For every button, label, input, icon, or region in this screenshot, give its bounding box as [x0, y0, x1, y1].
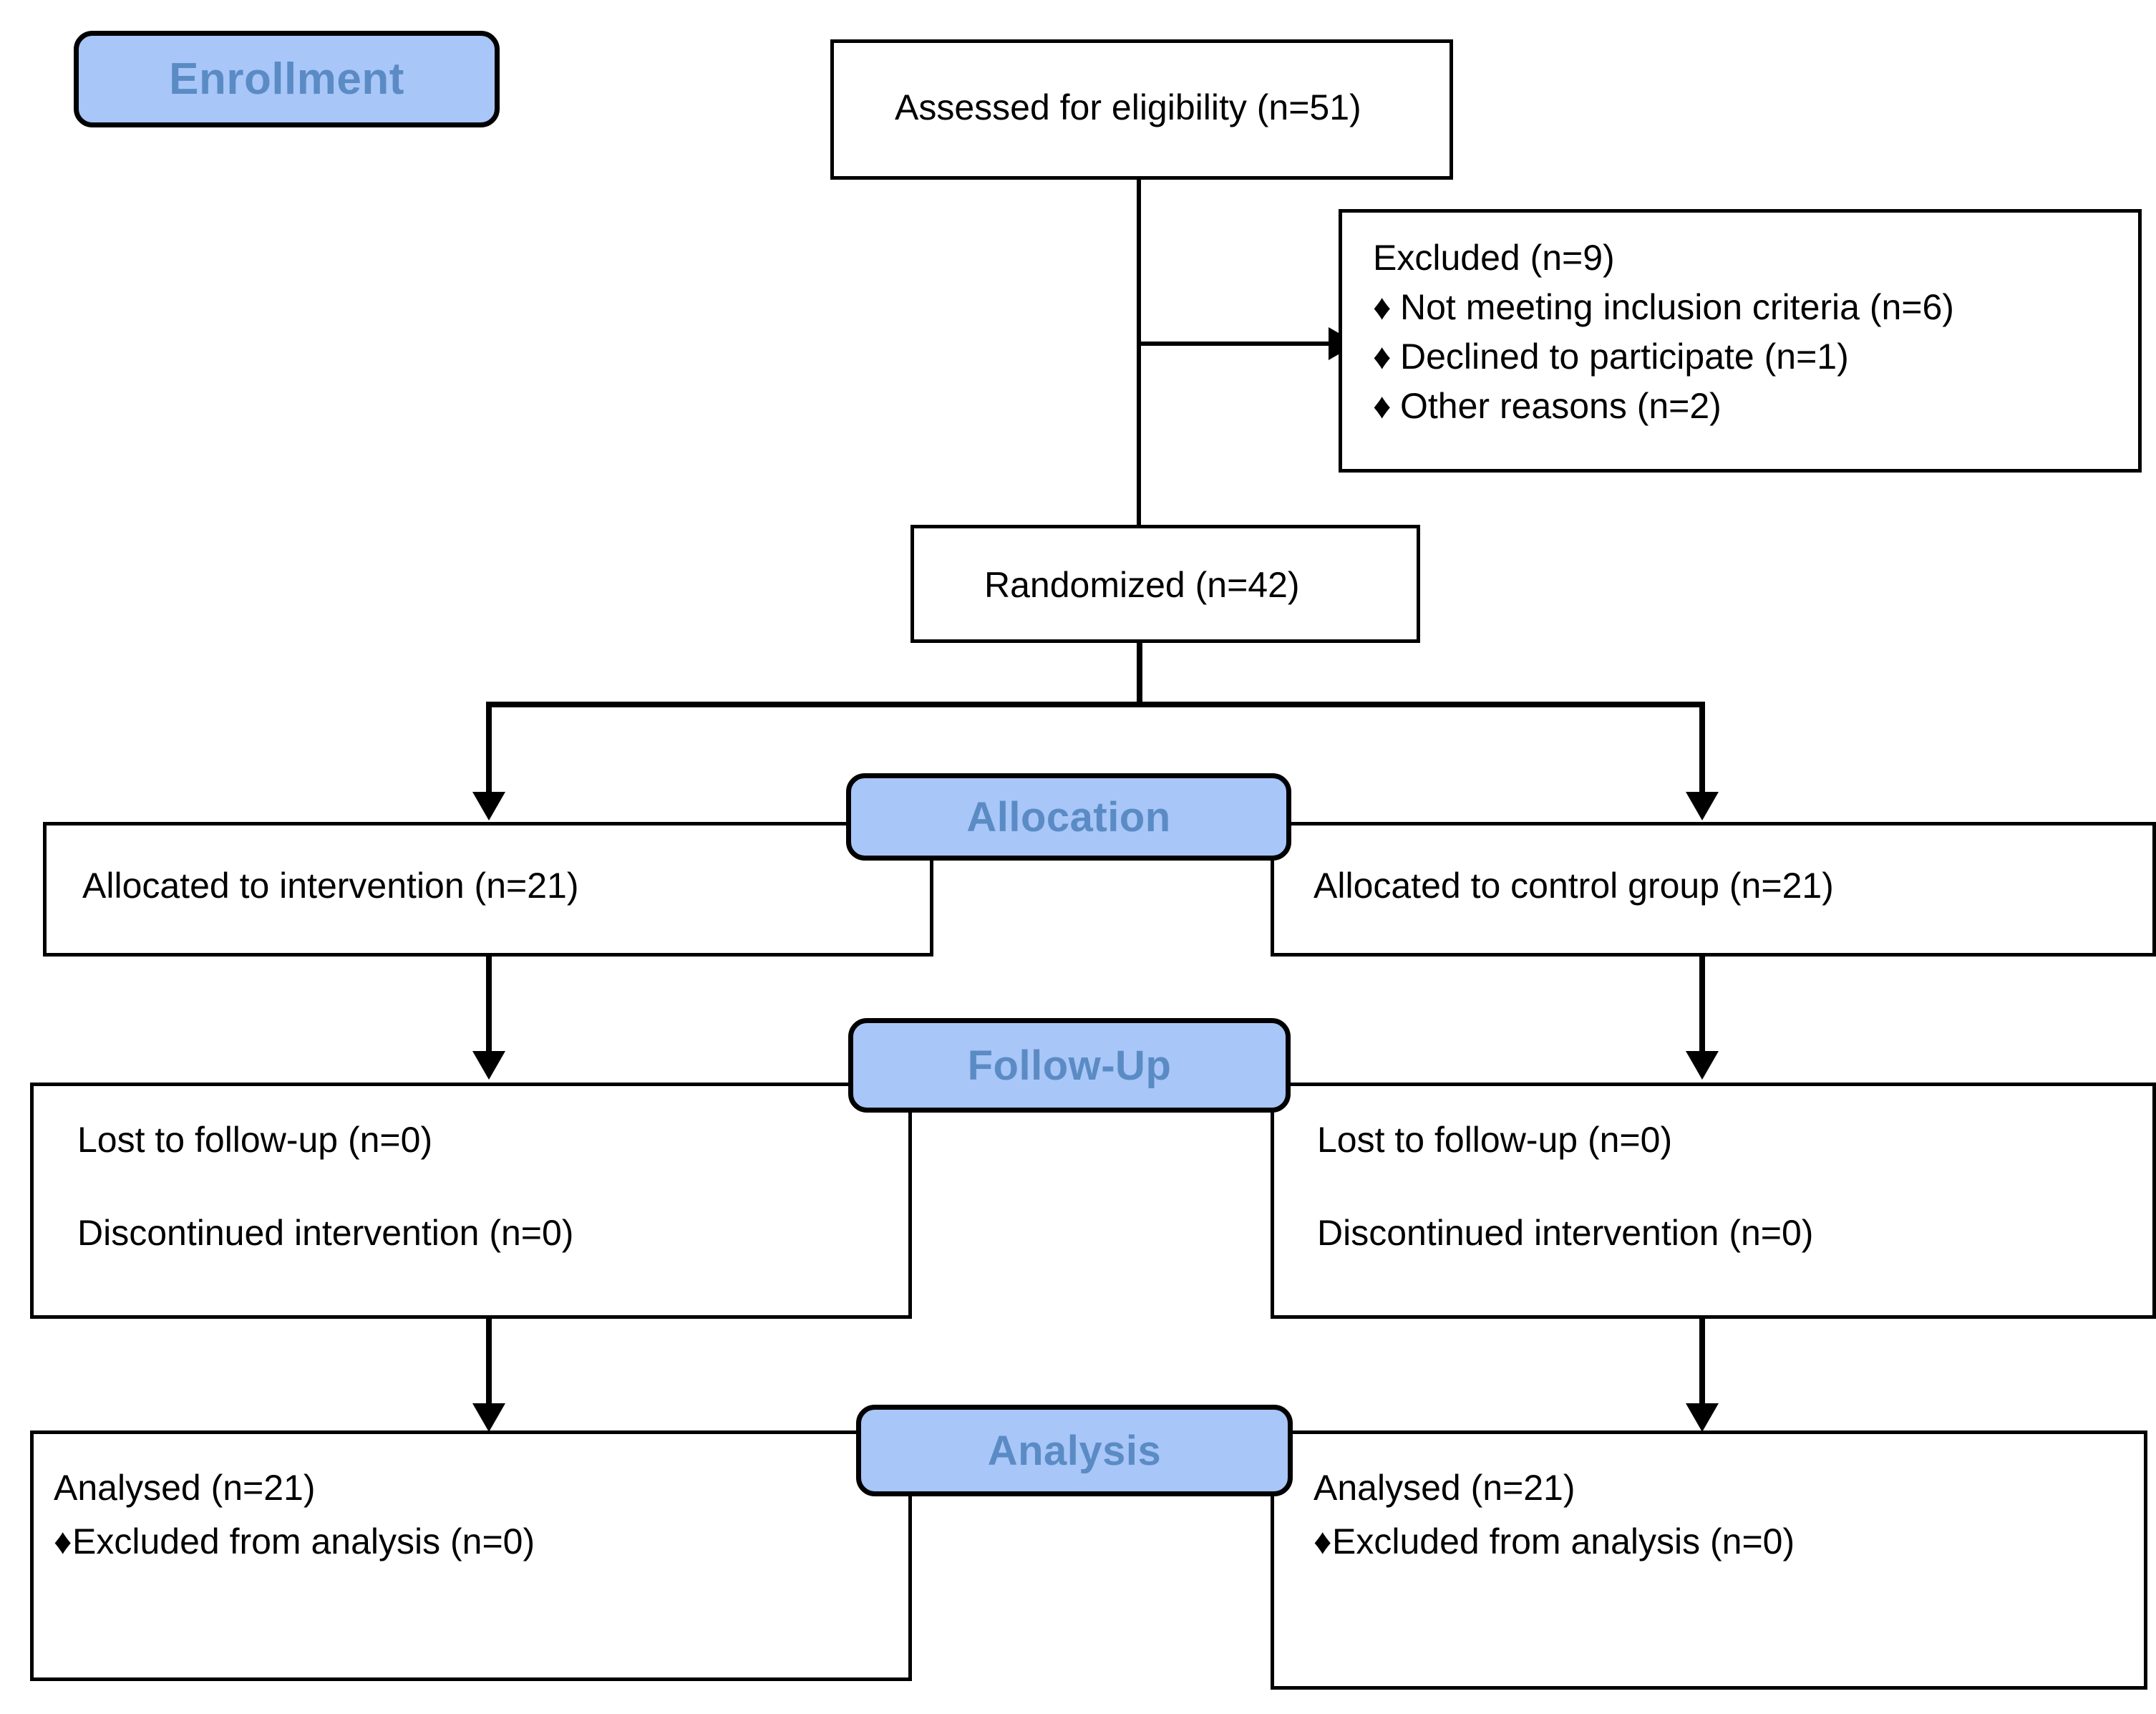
arrow-to-analysis-right-icon	[1686, 1403, 1719, 1432]
excluded-reason-0-label: Not meeting inclusion criteria (n=6)	[1400, 287, 1954, 327]
diamond-bullet-icon: ♦	[1373, 336, 1392, 377]
assessed-for-eligibility-box	[830, 39, 1453, 180]
stage-badge-allocation-label: Allocation	[966, 793, 1171, 841]
analysis-control-bullet-label: Excluded from analysis (n=0)	[1332, 1521, 1795, 1562]
allocated-control-box	[1271, 822, 2156, 957]
followup-intervention-box	[30, 1083, 912, 1319]
diamond-bullet-icon: ♦	[54, 1521, 72, 1562]
stage-badge-analysis-label: Analysis	[987, 1427, 1162, 1474]
analysis-control-box	[1271, 1430, 2147, 1690]
followup-intervention-line2: Discontinued intervention (n=0)	[77, 1213, 574, 1253]
arrow-to-followup-right-icon	[1686, 1051, 1719, 1080]
stage-badge-followup: Follow-Up	[848, 1018, 1291, 1113]
stage-badge-analysis: Analysis	[856, 1405, 1293, 1496]
connector-allocation-split	[486, 702, 1705, 707]
followup-control-box	[1271, 1083, 2156, 1319]
excluded-reason-0: ♦Not meeting inclusion criteria (n=6)	[1373, 286, 2125, 329]
analysis-intervention-content: Analysed (n=21) ♦Excluded from analysis …	[54, 1466, 877, 1564]
stage-badge-allocation: Allocation	[846, 773, 1291, 861]
excluded-box	[1339, 209, 2142, 473]
connector-allocation-left-to-followup	[486, 957, 492, 1054]
connector-split-right-down	[1699, 702, 1705, 795]
stage-badge-followup-label: Follow-Up	[967, 1042, 1172, 1089]
connector-assessed-to-excluded	[1137, 342, 1337, 346]
analysis-intervention-box	[30, 1430, 912, 1681]
stage-badge-enrollment: Enrollment	[74, 31, 500, 127]
arrow-to-allocation-right-icon	[1686, 792, 1719, 820]
excluded-reason-1-label: Declined to participate (n=1)	[1400, 336, 1849, 377]
analysis-control-bullet: ♦Excluded from analysis (n=0)	[1313, 1520, 2137, 1564]
allocated-intervention-text: Allocated to intervention (n=21)	[82, 866, 579, 906]
connector-split-left-down	[486, 702, 492, 795]
arrow-to-allocation-left-icon	[472, 792, 505, 820]
allocated-intervention-box	[43, 822, 933, 957]
followup-intervention-line1: Lost to follow-up (n=0)	[77, 1120, 433, 1160]
diamond-bullet-icon: ♦	[1313, 1521, 1332, 1562]
analysis-intervention-bullet-label: Excluded from analysis (n=0)	[72, 1521, 535, 1562]
diamond-bullet-icon: ♦	[1373, 287, 1392, 327]
randomized-text: Randomized (n=42)	[984, 565, 1300, 605]
arrow-to-followup-left-icon	[472, 1051, 505, 1080]
assessed-for-eligibility-text: Assessed for eligibility (n=51)	[895, 87, 1361, 127]
arrow-to-analysis-left-icon	[472, 1403, 505, 1432]
stage-badge-enrollment-label: Enrollment	[169, 54, 404, 104]
randomized-box	[911, 525, 1420, 643]
analysis-control-content: Analysed (n=21) ♦Excluded from analysis …	[1313, 1466, 2137, 1564]
connector-followup-left-to-analysis	[486, 1319, 492, 1406]
connector-randomized-down	[1137, 643, 1142, 706]
followup-control-line2: Discontinued intervention (n=0)	[1317, 1213, 1814, 1253]
excluded-reason-2-label: Other reasons (n=2)	[1400, 386, 1722, 426]
analysis-intervention-title: Analysed (n=21)	[54, 1468, 316, 1508]
excluded-reason-2: ♦Other reasons (n=2)	[1373, 384, 2125, 428]
analysis-intervention-bullet: ♦Excluded from analysis (n=0)	[54, 1520, 877, 1564]
connector-assessed-to-randomized	[1137, 180, 1141, 525]
analysis-control-title: Analysed (n=21)	[1313, 1468, 1575, 1508]
followup-control-line1: Lost to follow-up (n=0)	[1317, 1120, 1673, 1160]
excluded-reason-1: ♦Declined to participate (n=1)	[1373, 335, 2125, 379]
diamond-bullet-icon: ♦	[1373, 386, 1392, 426]
allocated-control-text: Allocated to control group (n=21)	[1313, 866, 1834, 906]
excluded-content: Excluded (n=9) ♦Not meeting inclusion cr…	[1373, 236, 2125, 428]
connector-allocation-right-to-followup	[1699, 957, 1705, 1054]
excluded-title: Excluded (n=9)	[1373, 238, 1615, 278]
connector-followup-right-to-analysis	[1699, 1319, 1705, 1406]
